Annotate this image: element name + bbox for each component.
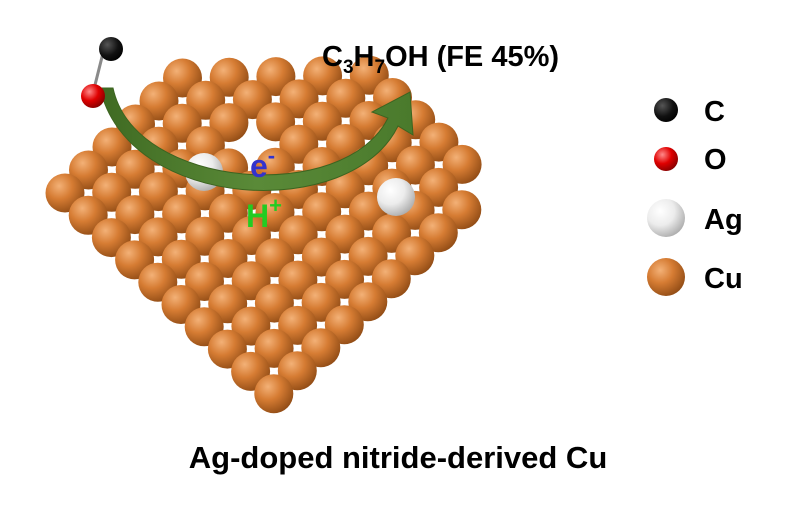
o-atom xyxy=(81,84,105,108)
oxygen-legend-icon xyxy=(654,147,678,171)
product-label: C3H7OH(FE 45%) xyxy=(322,41,559,78)
diagram-caption: Ag-doped nitride-derived Cu xyxy=(189,440,608,475)
electron-label: e- xyxy=(250,143,275,184)
co-molecule xyxy=(81,37,123,108)
legend: C O Ag Cu xyxy=(647,96,743,296)
carbon-legend-icon xyxy=(654,98,678,122)
copper-lattice xyxy=(45,55,482,414)
legend-label-ag: Ag xyxy=(704,204,743,236)
reaction-arrow xyxy=(99,87,414,191)
legend-label-cu: Cu xyxy=(704,263,743,295)
silver-legend-icon xyxy=(647,199,685,237)
ag-atom xyxy=(377,178,415,216)
legend-label-o: O xyxy=(704,144,727,176)
c-atom xyxy=(99,37,123,61)
copper-legend-icon xyxy=(647,258,685,296)
legend-label-c: C xyxy=(704,96,725,128)
cu-atom xyxy=(254,374,294,414)
proton-label: H+ xyxy=(246,193,282,234)
